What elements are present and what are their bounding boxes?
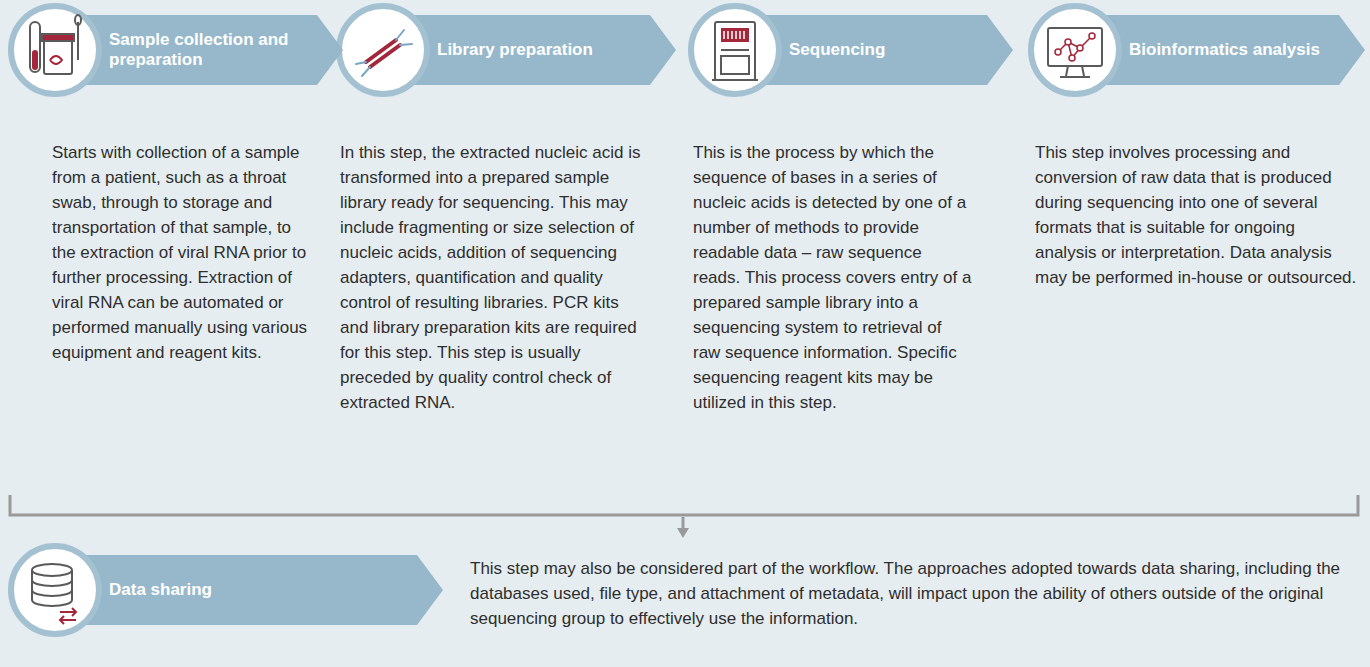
bracket [10,495,1358,530]
step-description: This is the process by which the sequenc… [693,140,973,415]
sequencer-icon [712,22,758,80]
step-description: This step involves processing and conver… [1035,140,1360,290]
sample-icon [30,15,81,74]
step-heading: Bioinformatics analysis [1129,15,1339,85]
icon-circles [11,6,1119,634]
step-node: Data sharingThis step may also be consid… [5,540,445,640]
chevron-band [5,540,445,640]
step-description: In this step, the extracted nucleic acid… [340,140,645,415]
step-node: Library preparation In this step, the ext… [333,0,678,415]
analysis-icon [1048,28,1102,77]
step-heading: Sample collection and preparation [109,15,317,85]
step-description: Starts with collection of a sample from … [52,140,317,365]
step-heading: Data sharing [109,555,417,625]
step-node: SequencingThis is the process by which t… [685,0,1015,415]
step-node: Sample collection and preparationStarts … [5,0,345,365]
dna-icon [356,30,412,76]
step-description: This step may also be considered part of… [470,556,1355,631]
step-heading: Sequencing [789,15,987,85]
step-node: Bioinformatics analysisThis step involve… [1025,0,1367,290]
step-heading: Library preparation [437,15,650,85]
database-icon [32,564,76,624]
arrow-head [677,528,689,538]
